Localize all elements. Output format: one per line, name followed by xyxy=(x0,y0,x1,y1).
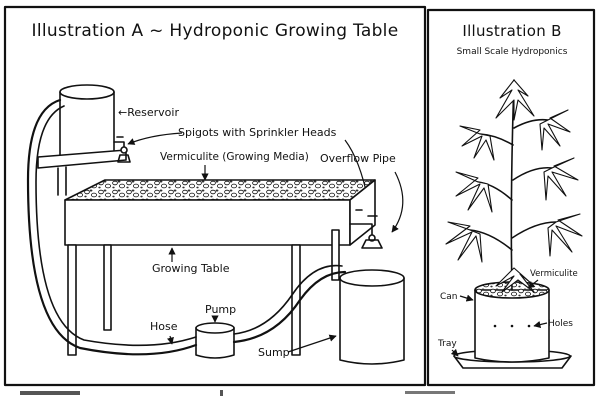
sump-tank xyxy=(339,269,405,365)
illustration-a-frame xyxy=(3,5,427,387)
vermiculite-b-arrow xyxy=(527,279,539,289)
can-arrow xyxy=(459,294,474,302)
spigots-arrow xyxy=(127,132,183,145)
can xyxy=(474,281,550,363)
growing-table xyxy=(64,179,376,356)
hole-dot xyxy=(510,324,514,328)
sump-arrow xyxy=(287,334,337,353)
sump-label: Sump xyxy=(258,346,290,359)
illustration-b-subtitle: Small Scale Hydroponics xyxy=(457,47,568,57)
overflow-pipe-label: Overflow Pipe xyxy=(320,152,396,165)
scan-artifacts xyxy=(20,390,455,396)
overflow-pipe xyxy=(349,209,383,249)
overflow-pipe-arrow xyxy=(391,171,404,233)
holes-arrow xyxy=(533,321,548,329)
illustration-b-frame xyxy=(426,8,596,387)
can-label: Can xyxy=(440,292,458,302)
holes-label: Holes xyxy=(548,319,573,329)
hole-dot xyxy=(527,324,531,328)
reservoir-tank xyxy=(37,84,127,196)
hose-label: Hose xyxy=(150,320,178,333)
spigot-reservoir xyxy=(113,136,131,163)
cannabis-plant xyxy=(445,79,583,293)
spigots-label: Spigots with Sprinkler Heads xyxy=(178,126,337,139)
reservoir-label: ←Reservoir xyxy=(118,106,179,119)
vermiculite-b-label: Vermiculite xyxy=(530,269,578,279)
illustration-b-title: Illustration B xyxy=(462,22,561,40)
growing-table-label: Growing Table xyxy=(152,262,230,275)
illustration-a-title: Illustration A ~ Hydroponic Growing Tabl… xyxy=(32,21,399,41)
hole-dot xyxy=(493,324,497,328)
tray-label: Tray xyxy=(437,339,457,349)
hose-arrow xyxy=(166,335,174,345)
hose xyxy=(26,98,347,356)
vermiculite-label: Vermiculite (Growing Media) xyxy=(160,151,309,163)
tray-arrow xyxy=(450,348,459,357)
pump-label: Pump xyxy=(205,303,236,316)
pump xyxy=(195,322,235,359)
